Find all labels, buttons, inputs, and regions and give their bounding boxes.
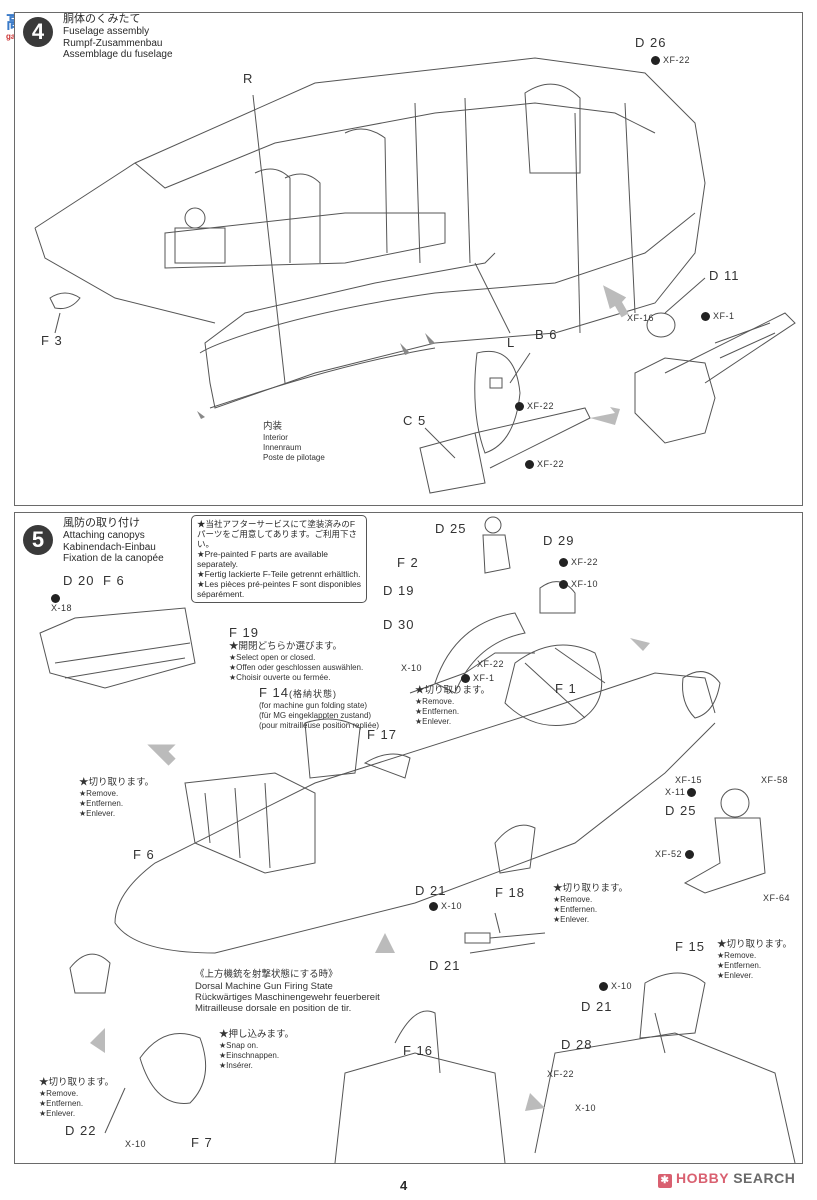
part-label-d25: D 25: [665, 803, 697, 818]
paint-callout: X-10: [429, 901, 462, 912]
paint-pot-icon: [525, 460, 534, 470]
part-label-f15: F 15: [675, 939, 706, 954]
paint-callout: XF-22: [525, 459, 564, 470]
step-number-badge: 4: [23, 17, 53, 47]
paint-pot-icon: [51, 594, 60, 604]
paint-callout: X-10: [599, 981, 632, 992]
paint-callout: X-10: [575, 1103, 597, 1113]
paint-callout: XF-64: [763, 893, 791, 903]
paint-callout: XF-52: [655, 849, 697, 860]
part-label-d21: D 21: [415, 883, 447, 898]
canopy-drawing: [39, 516, 796, 1163]
paint-pot-icon: [687, 788, 697, 798]
part-label-d21: D 21: [581, 999, 613, 1014]
paint-pot-icon: [515, 402, 524, 412]
step-number-badge: 5: [23, 525, 53, 555]
part-label-f6: F 6: [103, 573, 125, 588]
part-label-d11: D 11: [709, 268, 740, 283]
paint-callout: XF-22: [559, 557, 598, 568]
part-label-f17: F 17: [367, 727, 398, 742]
part-label-b6: B 6: [535, 327, 558, 342]
part-label-f18: F 18: [495, 885, 526, 900]
direction-arrows: [90, 638, 650, 1111]
paint-pot-icon: [559, 580, 568, 590]
snap-on-note: ★押し込みます。 ★Snap on. ★Einschnappen. ★Insér…: [219, 1029, 295, 1070]
part-label-d22: D 22: [65, 1123, 97, 1138]
part-label-f16: F 16: [403, 1043, 434, 1058]
paint-callout: XF-16: [627, 313, 655, 323]
paint-pot-icon: [701, 312, 710, 322]
part-label-f19: F 19: [229, 625, 260, 640]
step4-panel: 4 胴体のくみたて Fuselage assembly Rumpf-Zusamm…: [14, 12, 803, 506]
part-label-d26: D 26: [635, 35, 667, 50]
paint-pot-icon: [559, 558, 568, 568]
step-title: 胴体のくみたて Fuselage assembly Rumpf-Zusammen…: [63, 13, 173, 60]
page-number: 4: [400, 1178, 408, 1193]
paint-callout: XF-10: [559, 579, 598, 590]
step5-panel: 5 風防の取り付け Attaching canopys Kabinendach-…: [14, 512, 803, 1164]
remove-note: ★切り取ります。 ★Remove. ★Entfernen. ★Enlever.: [79, 777, 155, 818]
brand-mark-icon: ✱: [658, 1174, 672, 1188]
step-title: 風防の取り付け Attaching canopys Kabinendach-Ei…: [63, 517, 164, 564]
remove-note: ★切り取ります。 ★Remove. ★Entfernen. ★Enlever.: [415, 685, 491, 726]
paint-callout: X-11: [665, 787, 699, 798]
paint-callout: XF-15: [675, 775, 703, 785]
part-label-l: L: [507, 335, 516, 350]
paint-callout: XF-22: [477, 659, 505, 669]
paint-callout: XF-22: [651, 55, 690, 66]
f14-note: (for machine gun folding state) (für MG …: [259, 701, 380, 730]
interior-note: 内装 Interior Innenraum Poste de pilotage: [263, 421, 325, 462]
part-label-f3: F 3: [41, 333, 63, 348]
part-label-d19: D 19: [383, 583, 415, 598]
f19-note: ★開閉どちらか選びます。 ★Select open or closed. ★Of…: [229, 641, 364, 682]
part-label-d25: D 25: [435, 521, 467, 536]
prepainted-parts-notice: ★当社アフターサービスにて塗装済みのFパーツをご用意してあります。ご利用下さい。…: [191, 515, 367, 603]
paint-callout: X-18: [51, 593, 72, 613]
part-label-f7: F 7: [191, 1135, 213, 1150]
paint-callout: X-10: [125, 1139, 147, 1149]
part-label-r: R: [243, 71, 254, 86]
part-label-f2: F 2: [397, 555, 419, 570]
paint-pot-icon: [685, 850, 695, 860]
remove-note: ★切り取ります。 ★Remove. ★Entfernen. ★Enlever.: [553, 883, 629, 924]
paint-pot-icon: [429, 902, 438, 912]
remove-note: ★切り取ります。 ★Remove. ★Entfernen. ★Enlever.: [39, 1077, 115, 1118]
paint-callout: XF-22: [547, 1069, 575, 1079]
direction-arrows: [590, 285, 629, 425]
paint-pot-icon: [461, 674, 470, 684]
part-label-d29: D 29: [543, 533, 575, 548]
part-label-d30: D 30: [383, 617, 415, 632]
paint-callout: XF-22: [515, 401, 554, 412]
hobbysearch-logo: ✱HOBBY SEARCH: [658, 1170, 795, 1188]
part-label-d20: D 20: [63, 573, 95, 588]
part-label-f1: F 1: [555, 681, 577, 696]
fuselage-drawing: [34, 57, 796, 494]
part-label-f14: F 14(格納状態): [259, 685, 338, 700]
part-label-c5: C 5: [403, 413, 427, 428]
paint-pot-icon: [651, 56, 660, 66]
paint-pot-icon: [599, 982, 608, 992]
part-label-d21: D 21: [429, 958, 461, 973]
remove-note: ★切り取ります。 ★Remove. ★Entfernen. ★Enlever.: [717, 939, 793, 980]
paint-callout: XF-58: [761, 775, 789, 785]
paint-callout: X-10: [401, 663, 423, 673]
paint-callout: XF-1: [701, 311, 735, 322]
firing-state-note: 《上方機銃を射撃状態にする時》 Dorsal Machine Gun Firin…: [195, 969, 380, 1014]
part-label-f6: F 6: [133, 847, 155, 862]
paint-callout: XF-1: [461, 673, 495, 684]
part-label-d28: D 28: [561, 1037, 593, 1052]
